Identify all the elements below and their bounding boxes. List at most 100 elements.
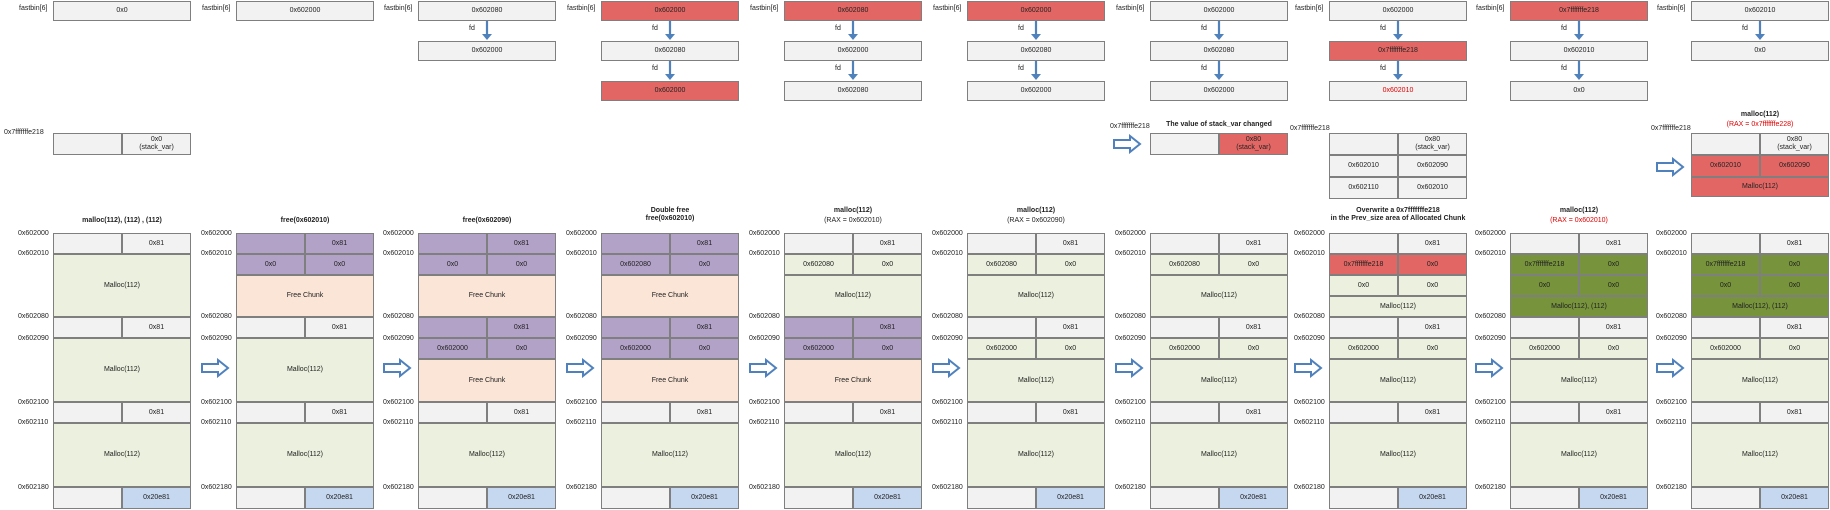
heap-address: 0x602180: [1475, 484, 1506, 491]
heap-address: 0x602110: [566, 419, 597, 426]
chunk-size-cell: 0x81: [1579, 402, 1648, 423]
bk-cell: 0x602090: [1398, 155, 1467, 177]
chunk-size-cell: 0x81: [1219, 402, 1288, 423]
malloc-cell: Malloc(112): [1510, 423, 1648, 487]
heap-address: 0x602090: [383, 335, 414, 342]
transition-arrow-icon: [1475, 358, 1504, 378]
chunk-size-cell: 0x81: [1219, 233, 1288, 254]
heap-address: 0x602110: [1656, 419, 1687, 426]
malloc-cell: Malloc(112): [784, 275, 922, 317]
stack-var-cell: 0x80 (stack_var): [1219, 133, 1288, 155]
fastbin-entry: 0x7fffffffe218: [1329, 41, 1467, 61]
heap-address: 0x602080: [932, 313, 963, 320]
transition-arrow-icon: [383, 358, 412, 378]
user-data-cell: 0x602080: [967, 254, 1036, 275]
prev-size-cell: [601, 233, 670, 254]
user-data-cell: 0x602000: [1329, 338, 1398, 359]
fastbin-entry: 0x602000: [1329, 1, 1467, 21]
user-data-cell: 0x0: [1579, 254, 1648, 275]
heap-address: 0x602180: [1656, 484, 1687, 491]
heap-address: 0x602110: [932, 419, 963, 426]
bk-cell: 0x0: [487, 254, 556, 275]
chunk-size-cell: 0x81: [487, 233, 556, 254]
top-chunk-cell: 0x20e81: [853, 487, 922, 509]
heap-address: 0x602010: [932, 250, 963, 257]
chunk-size-cell: 0x81: [670, 402, 739, 423]
fastbin-entry: 0x602010: [1691, 1, 1829, 21]
heap-address: 0x602100: [383, 399, 414, 406]
heap-address: 0x602000: [1294, 230, 1325, 237]
heap-address: 0x602010: [18, 250, 49, 257]
fd-cell: 0x602110: [1329, 177, 1398, 199]
fastbin-entry: 0x7fffffffe218: [1510, 1, 1648, 21]
top-chunk-cell: 0x20e81: [487, 487, 556, 509]
heap-step-rax: (RAX = 0x602010): [824, 217, 882, 224]
malloc-cell: Malloc(112): [1150, 359, 1288, 402]
prev-size-cell: [236, 233, 305, 254]
chunk-size-cell: 0x81: [1036, 402, 1105, 423]
fd-label: fd: [835, 65, 841, 72]
heap-address: 0x602100: [18, 399, 49, 406]
fd-arrow-icon: [1031, 61, 1041, 80]
user-data-cell: 0x0: [1691, 275, 1760, 296]
user-data-cell: 0x7fffffffe218: [1691, 254, 1760, 275]
fastbin-label: fastbin[6]: [1116, 5, 1145, 12]
prev-size-cell: [1691, 233, 1760, 254]
user-data-cell: 0x602080: [784, 254, 853, 275]
prev-size-cell: [1691, 317, 1760, 338]
chunk-size-cell: 0x81: [1036, 233, 1105, 254]
malloc-cell: Malloc(112): [1691, 423, 1829, 487]
heap-address: 0x602180: [566, 484, 597, 491]
prev-size-cell: [1329, 233, 1398, 254]
heap-address: 0x602110: [749, 419, 780, 426]
transition-arrow-icon: [1115, 358, 1144, 378]
heap-address: 0x602000: [749, 230, 780, 237]
chunk-size-cell: 0x81: [1760, 317, 1829, 338]
heap-address: 0x602010: [1294, 250, 1325, 257]
fd-cell: 0x602000: [418, 338, 487, 359]
fastbin-entry: 0x0: [1510, 81, 1648, 101]
heap-address: 0x602100: [1656, 399, 1687, 406]
chunk-size-cell: 0x81: [1579, 233, 1648, 254]
malloc-cell: Malloc(112): [1329, 296, 1467, 317]
chunk-size-cell: 0x81: [1760, 233, 1829, 254]
heap-step-title: malloc(112): [1559, 207, 1599, 214]
fastbin-entry: 0x602000: [418, 41, 556, 61]
fastbin-entry: 0x602080: [418, 1, 556, 21]
top-chunk-cell: 0x20e81: [670, 487, 739, 509]
fd-cell: 0x602000: [601, 338, 670, 359]
prev-size-cell: [1691, 133, 1760, 155]
fd-cell: 0x602000: [784, 338, 853, 359]
prev-size-cell: [601, 402, 670, 423]
prev-size-cell: [53, 317, 122, 338]
prev-size-cell: [784, 317, 853, 338]
heap-step-title: malloc(112): [1016, 207, 1056, 214]
heap-address: 0x602000: [18, 230, 49, 237]
free-chunk-cell: Free Chunk: [236, 275, 374, 317]
chunk-size-cell: 0x81: [1398, 317, 1467, 338]
fastbin-label: fastbin[6]: [567, 5, 596, 12]
bk-cell: 0x602010: [1398, 177, 1467, 199]
fastbin-label: fastbin[6]: [1657, 5, 1686, 12]
fastbin-entry: 0x602010: [1510, 41, 1648, 61]
right-arrow-icon: [1113, 134, 1142, 154]
heap-address: 0x602010: [383, 250, 414, 257]
heap-address: 0x602000: [932, 230, 963, 237]
prev-size-cell: [53, 487, 122, 509]
stack-address: 0x7fffffffe218: [1110, 123, 1150, 130]
free-chunk-cell: Free Chunk: [601, 275, 739, 317]
heap-address: 0x602000: [1115, 230, 1146, 237]
heap-address: 0x602100: [201, 399, 232, 406]
heap-address: 0x602080: [1656, 313, 1687, 320]
chunk-size-cell: 0x81: [670, 233, 739, 254]
heap-address: 0x602110: [1475, 419, 1506, 426]
prev-size-cell: [418, 487, 487, 509]
chunk-size-cell: 0x81: [305, 233, 374, 254]
user-data-cell: 0x602000: [1150, 338, 1219, 359]
top-chunk-cell: 0x20e81: [122, 487, 191, 509]
prev-size-cell: [1150, 487, 1219, 509]
fd-label: fd: [1742, 25, 1748, 32]
fd-arrow-icon: [1031, 21, 1041, 40]
malloc-cell: Malloc(112): [967, 423, 1105, 487]
chunk-size-cell: 0x81: [670, 317, 739, 338]
